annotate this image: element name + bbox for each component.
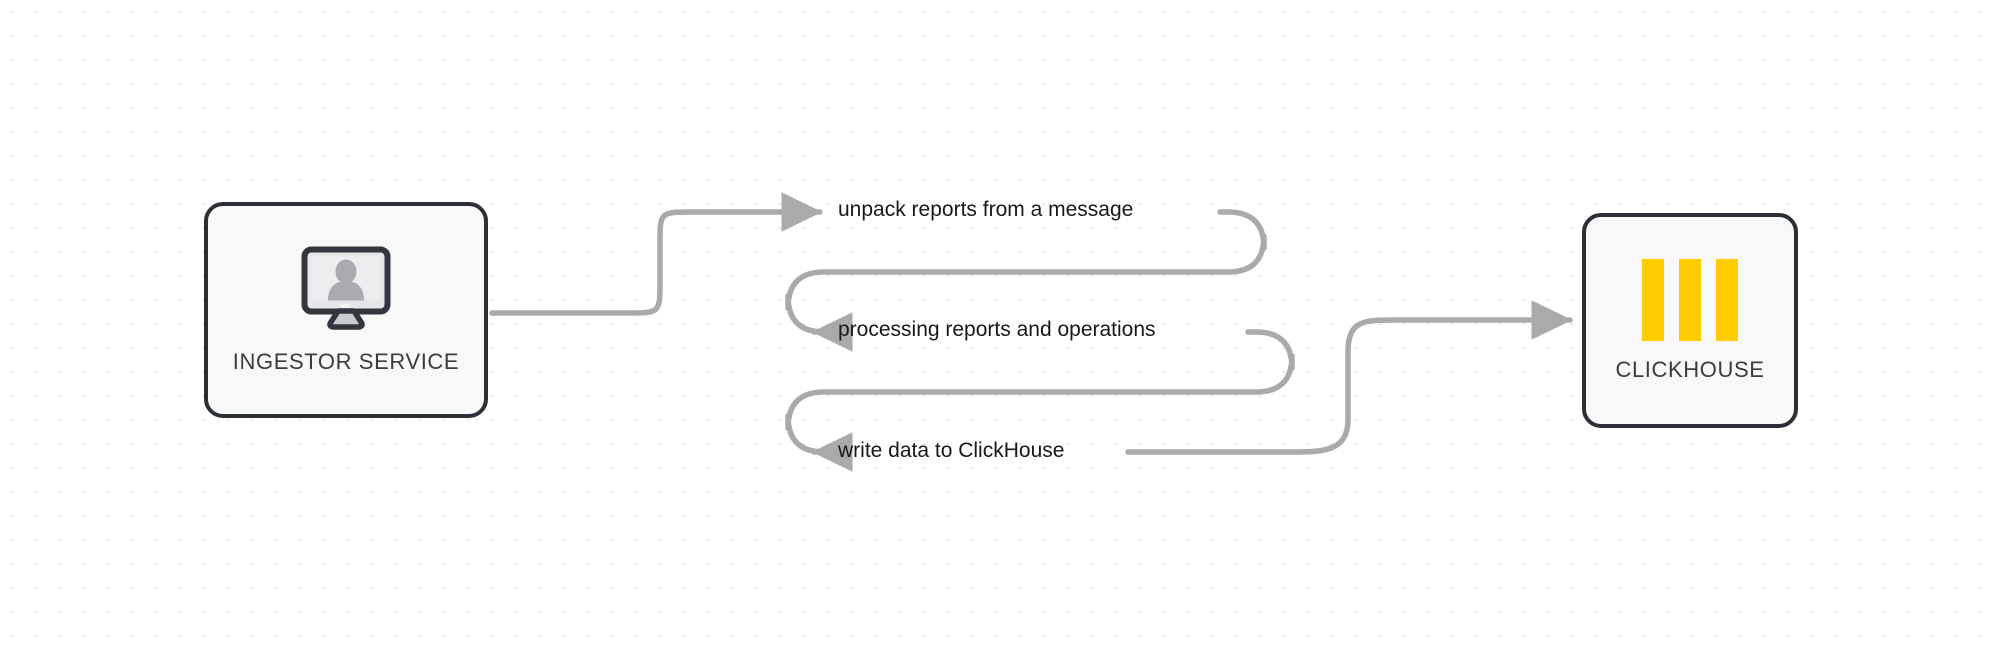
- edge-label-write: write data to ClickHouse: [838, 439, 1065, 462]
- edge-path-write-to-clickhouse: [1125, 300, 1573, 455]
- edge-path-unpack-loop: [785, 209, 1267, 352]
- clickhouse-logo-icon: [1642, 258, 1738, 341]
- edge-label-unpack: unpack reports from a message: [838, 198, 1134, 221]
- clickhouse-bar-2: [1679, 258, 1701, 341]
- edge-path-ingestor-to-unpack: [489, 192, 823, 316]
- node-label-clickhouse: CLICKHOUSE: [1615, 356, 1765, 382]
- node-ingestor-service[interactable]: INGESTOR SERVICE: [204, 202, 488, 418]
- edge-path-processing-loop: [785, 329, 1295, 472]
- node-label-ingestor-service: INGESTOR SERVICE: [232, 348, 460, 374]
- clickhouse-bar-3: [1716, 258, 1738, 341]
- clickhouse-bar-1: [1642, 258, 1664, 341]
- edge-label-processing: processing reports and operations: [838, 318, 1156, 341]
- monitor-user-icon: [300, 246, 392, 335]
- node-clickhouse[interactable]: CLICKHOUSE: [1582, 213, 1798, 428]
